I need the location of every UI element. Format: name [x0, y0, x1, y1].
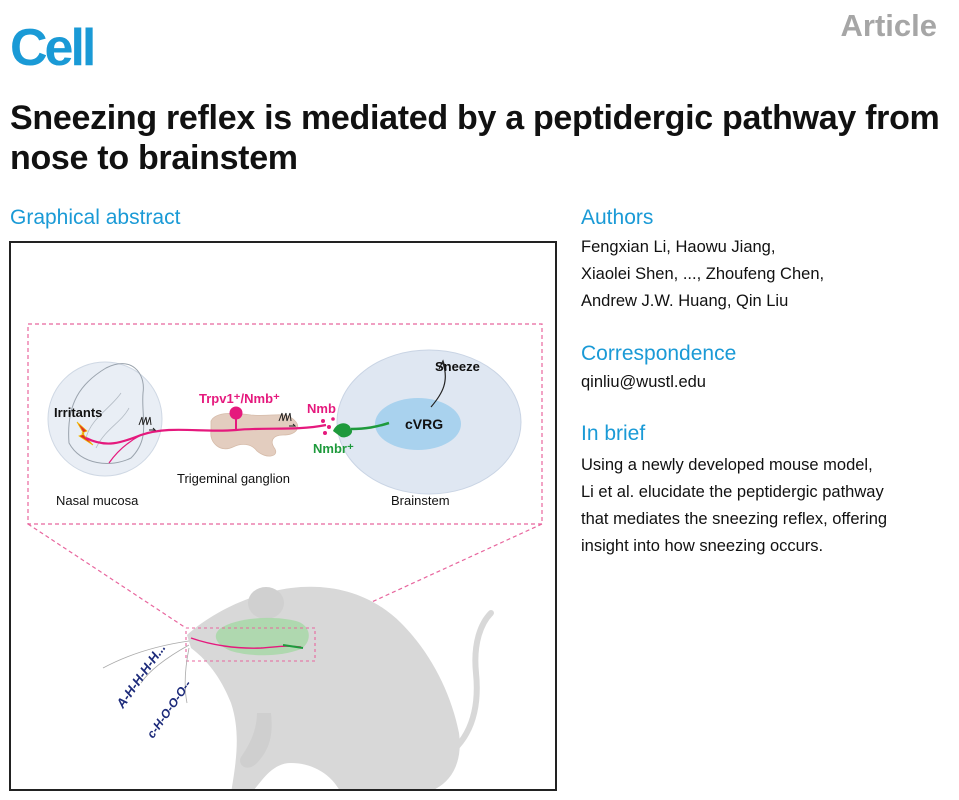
label-trpv1-nmb: Trpv1⁺/Nmb⁺ — [199, 391, 280, 406]
nmb-dot — [331, 417, 335, 421]
nmb-dot — [323, 431, 327, 435]
mouse-silhouette — [187, 586, 494, 789]
in-brief-text: Using a newly developed mouse model, Li … — [581, 452, 951, 560]
journal-logo: Cell — [10, 19, 96, 77]
graphical-abstract-figure: Irritants Nasal mucosa Trpv1⁺/Nmb⁺ Trige… — [9, 241, 557, 791]
sneeze-arrowhead-icon — [438, 359, 447, 371]
in-brief-line: that mediates the sneezing reflex, offer… — [581, 510, 888, 528]
trigeminal-ganglion-shape — [210, 412, 299, 457]
in-brief-line: Li et al. elucidate the peptidergic path… — [581, 483, 884, 501]
mouse-inset-box — [185, 627, 316, 662]
label-cvrg: cVRG — [405, 416, 443, 432]
nasal-mucosa-circle — [47, 361, 163, 477]
sneeze-sound-1: A-H-H-H-H... — [113, 641, 169, 712]
spike-train-left-icon — [138, 416, 157, 431]
spike-train-right-icon — [278, 412, 297, 427]
zoom-line-left — [27, 523, 187, 629]
mouse-whiskers — [102, 640, 190, 704]
nmbr-axon — [350, 421, 390, 431]
correspondence-email[interactable]: qinliu@wustl.edu — [581, 373, 706, 391]
sneeze-arrow — [430, 362, 446, 408]
axon-branch — [108, 434, 142, 464]
trigeminal-axon-path — [85, 423, 327, 445]
label-nmbr: Nmbr⁺ — [313, 441, 354, 456]
author-line: Fengxian Li, Haowu Jiang, — [581, 238, 776, 256]
label-sneeze: Sneeze — [435, 359, 480, 374]
mouse-ear — [248, 587, 284, 619]
label-nasal-mucosa: Nasal mucosa — [56, 493, 139, 508]
mouse-tail — [428, 610, 494, 766]
author-line: Andrew J.W. Huang, Qin Liu — [581, 292, 789, 310]
author-line: Xiaolei Shen, ..., Zhoufeng Chen, — [581, 265, 825, 283]
cvrg-region — [375, 398, 461, 450]
nmbr-neuron-icon — [333, 423, 353, 438]
in-brief-heading: In brief — [581, 422, 646, 445]
article-title: Sneezing reflex is mediated by a peptide… — [10, 99, 940, 177]
authors-heading: Authors — [581, 206, 654, 229]
article-type-label: Article — [840, 8, 937, 43]
mouse-body — [187, 586, 460, 789]
irritant-bolt-icon — [76, 421, 94, 446]
in-brief-line: insight into how sneezing occurs. — [581, 537, 824, 555]
sneeze-sound-2: c-H-O-O-O-- — [144, 678, 194, 741]
label-brainstem: Brainstem — [391, 493, 450, 508]
label-nmb: Nmb — [307, 401, 336, 416]
nmb-dot — [321, 419, 325, 423]
authors-list: Fengxian Li, Haowu Jiang, Xiaolei Shen, … — [581, 234, 951, 315]
mouse-green-segment — [282, 644, 304, 649]
mouse-paw — [240, 713, 272, 768]
in-brief-line: Using a newly developed mouse model, — [581, 456, 873, 474]
graphical-abstract-heading: Graphical abstract — [10, 206, 181, 229]
correspondence-heading: Correspondence — [581, 342, 737, 365]
graphical-abstract-svg: Irritants Nasal mucosa Trpv1⁺/Nmb⁺ Trige… — [27, 323, 543, 789]
label-irritants: Irritants — [54, 405, 102, 420]
nasal-turbinate-outline — [68, 363, 145, 464]
nmb-dot — [327, 425, 331, 429]
label-trigeminal-ganglion: Trigeminal ganglion — [177, 471, 290, 486]
